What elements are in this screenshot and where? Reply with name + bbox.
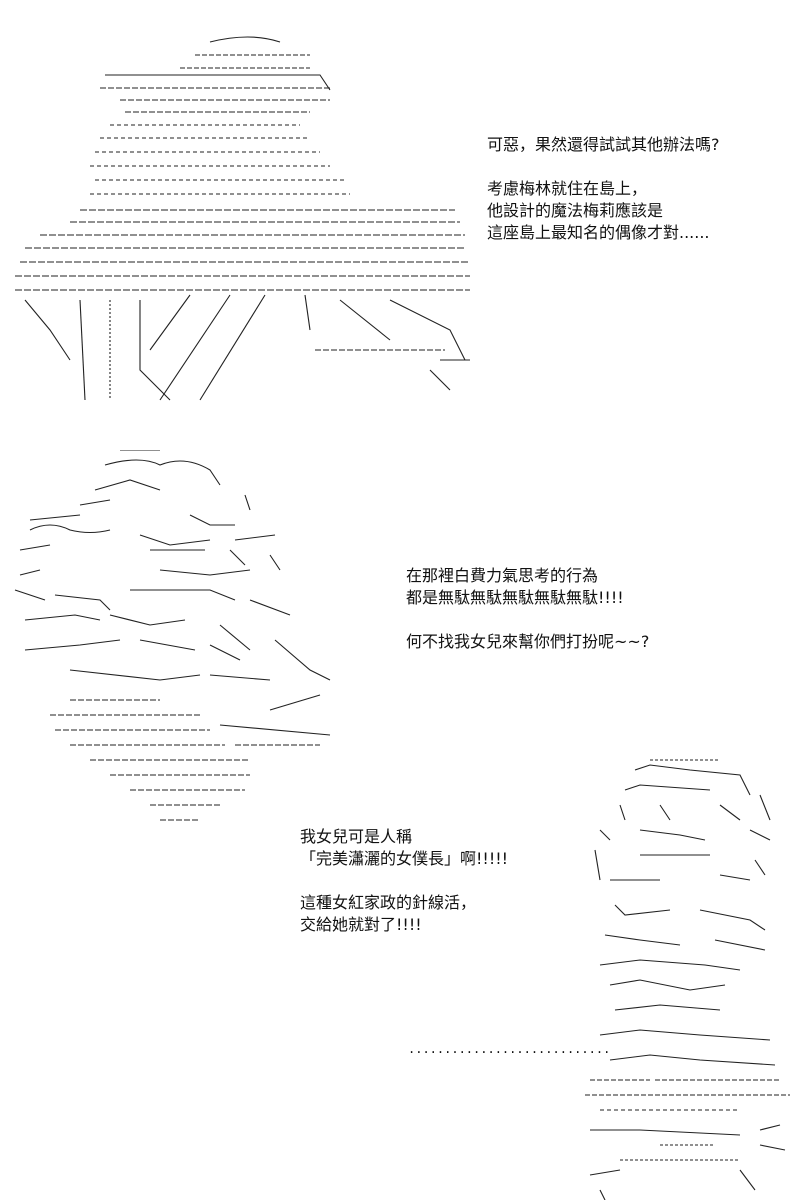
maid-character-drawing: [585, 759, 790, 1200]
dialogue-panel-2: 在那裡白費力氣思考的行為 都是無駄無駄無駄無駄無駄!!!! 何不找我女兒來幫你們…: [406, 565, 649, 653]
dialogue-line: 在那裡白費力氣思考的行為: [406, 566, 599, 585]
dialogue-line: 這座島上最知名的偶像才對......: [487, 223, 710, 242]
ascii-art-hatted-character: [10, 30, 470, 410]
dialogue-line: 都是無駄無駄無駄無駄無駄!!!!: [406, 588, 624, 607]
ascii-art-maid-character: [540, 750, 795, 1200]
dialogue-line: 可惡，果然還得試試其他辦法嗎?: [487, 135, 720, 154]
hatted-character-drawing: [15, 36, 470, 401]
dialogue-line: 這種女紅家政的針線活，: [300, 893, 477, 912]
dialogue-panel-3: 我女兒可是人稱 「完美瀟灑的女僕長」啊!!!!! 這種女紅家政的針線活， 交給她…: [300, 826, 508, 936]
dialogue-line: 考慮梅林就住在島上，: [487, 179, 648, 198]
trailing-ellipsis: ............................: [408, 1042, 611, 1056]
dialogue-panel-1: 可惡，果然還得試試其他辦法嗎? 考慮梅林就住在島上， 他設計的魔法梅莉應該是 這…: [487, 134, 720, 244]
dialogue-line: 「完美瀟灑的女僕長」啊!!!!!: [300, 849, 509, 868]
dialogue-line: 他設計的魔法梅莉應該是: [487, 201, 664, 220]
dialogue-line: 交給她就對了!!!!: [300, 915, 422, 934]
grinning-character-drawing: [14, 450, 331, 821]
ascii-art-grinning-character: [10, 450, 340, 840]
dialogue-line: 我女兒可是人稱: [300, 827, 413, 846]
dialogue-line: 何不找我女兒來幫你們打扮呢~~?: [406, 632, 650, 651]
